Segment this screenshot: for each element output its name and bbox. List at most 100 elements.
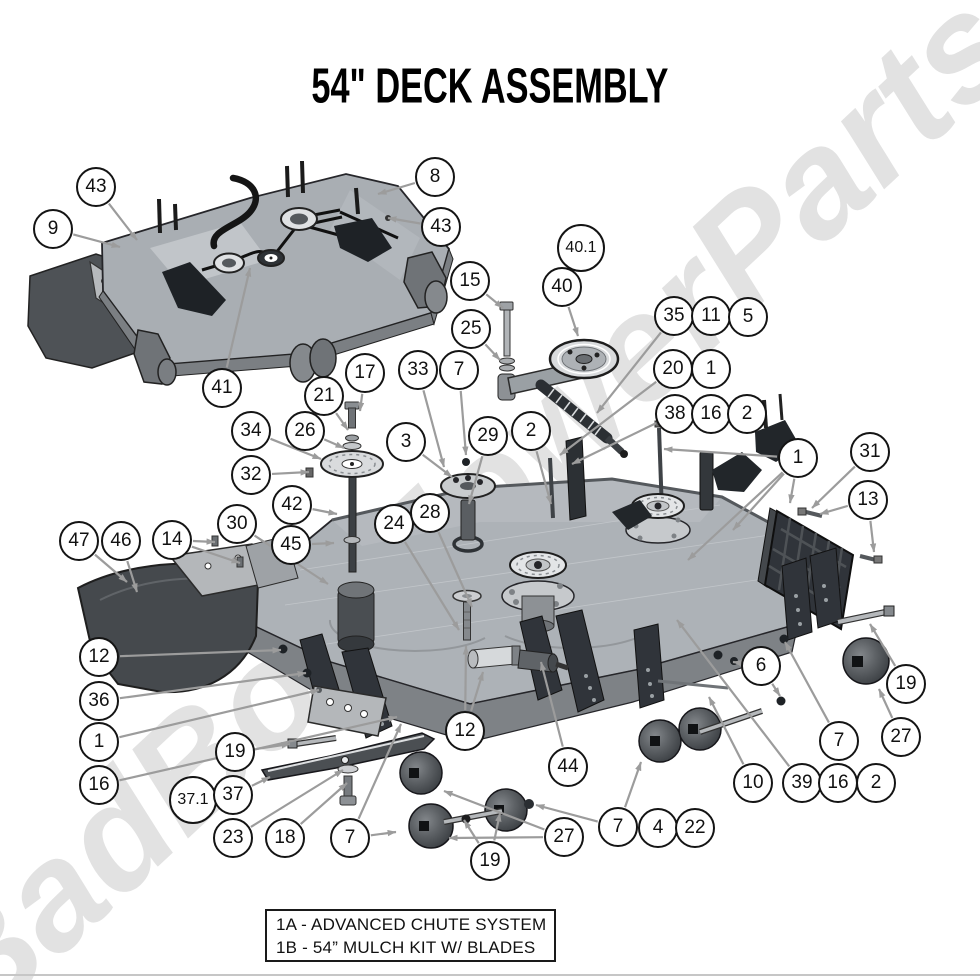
callout-45-29: 45 [271, 525, 311, 565]
callout-16-59: 16 [818, 763, 858, 803]
leader-line-36 [119, 670, 307, 700]
callout-27-50: 27 [544, 817, 584, 857]
leader-line-46 [126, 560, 139, 593]
footer-divider [0, 974, 980, 976]
leader-line-6 [732, 660, 742, 667]
idler-pulley-left [305, 401, 384, 544]
leader-line-18 [299, 782, 348, 825]
assembled-deck-view [27, 160, 454, 386]
callout-38-14: 38 [655, 394, 695, 434]
leader-line-43 [387, 216, 421, 225]
axle-bolts [287, 605, 895, 825]
leader-line-1 [687, 471, 784, 561]
leader-line-1 [119, 688, 320, 739]
callout-2-25: 2 [511, 411, 551, 451]
callout-13-34: 13 [848, 480, 888, 520]
callout-2-60: 2 [856, 763, 896, 803]
callout-37.1-43: 37.1 [169, 776, 217, 824]
leader-line-26 [323, 438, 345, 450]
callout-26-22: 26 [285, 411, 325, 451]
leader-line-19 [869, 623, 897, 667]
leader-line-3 [422, 453, 453, 478]
leader-line-9 [72, 233, 121, 249]
callout-31-33: 31 [850, 432, 890, 472]
callout-34-21: 34 [231, 411, 271, 451]
callout-19-51: 19 [470, 841, 510, 881]
leader-line-14 [192, 538, 216, 545]
legend-box: 1A - ADVANCED CHUTE SYSTEM 1B - 54” MULC… [265, 909, 556, 962]
leader-line-1 [788, 478, 796, 504]
leader-line-27 [878, 688, 894, 719]
callout-7-47: 7 [330, 818, 370, 858]
callout-29-24: 29 [468, 416, 508, 456]
callout-12-48: 12 [445, 711, 485, 751]
callout-19-42: 19 [215, 732, 255, 772]
leader-line-43 [107, 202, 138, 241]
callout-44-49: 44 [548, 747, 588, 787]
legend-line-2: 1B - 54” MULCH KIT W/ BLADES [276, 937, 536, 957]
callout-24-30: 24 [374, 504, 414, 544]
callout-30-28: 30 [217, 504, 257, 544]
callout-9-1: 9 [33, 209, 73, 249]
leader-line-6 [771, 683, 781, 697]
leader-line-44 [539, 661, 564, 747]
callout-11-10: 11 [691, 296, 731, 336]
callout-28-31: 28 [410, 493, 450, 533]
tension-spring [535, 379, 613, 444]
spindle-pulley-right [612, 493, 691, 544]
leader-line-35 [596, 331, 662, 414]
callout-16-41: 16 [79, 765, 119, 805]
leader-line-19 [493, 812, 502, 841]
leader-line-47 [94, 553, 128, 583]
callout-1-13: 1 [691, 349, 731, 389]
leader-line-10 [708, 696, 745, 765]
main-deck-view [76, 301, 895, 849]
callout-42-27: 42 [272, 485, 312, 525]
callout-23-45: 23 [213, 818, 253, 858]
callout-40-8: 40 [542, 267, 582, 307]
callout-46-36: 46 [101, 521, 141, 561]
leader-line-19 [255, 742, 291, 751]
callout-36-39: 36 [79, 681, 119, 721]
callout-12-38: 12 [79, 637, 119, 677]
caster-wheels [133, 251, 448, 386]
leader-line-32 [271, 469, 310, 476]
callout-39-58: 39 [782, 763, 822, 803]
leader-line-31 [811, 465, 856, 509]
leader-line-21 [335, 412, 349, 431]
leader-line-7 [535, 803, 599, 823]
leader-line-37 [251, 776, 271, 787]
leader-line-19 [463, 819, 480, 844]
leader-line-8 [377, 181, 416, 196]
callout-25-6: 25 [451, 309, 491, 349]
leader-line-7 [623, 761, 643, 808]
spindle-housing-left [337, 475, 375, 653]
leader-line-15 [485, 293, 504, 309]
leader-line-7 [784, 641, 830, 724]
callout-6-55: 6 [741, 646, 781, 686]
leader-line-20 [559, 380, 657, 456]
leader-line-40 [567, 306, 580, 337]
callout-18-46: 18 [265, 818, 305, 858]
leader-line-41 [225, 267, 252, 368]
belt-guide-tube [210, 174, 259, 250]
callout-47-35: 47 [59, 521, 99, 561]
leader-line-27 [443, 789, 545, 831]
leader-line-25 [484, 343, 501, 361]
leader-line-13 [869, 520, 877, 553]
leader-line-45 [311, 540, 335, 547]
leader-line-14 [191, 545, 241, 565]
callout-21-18: 21 [304, 376, 344, 416]
spindle-pulleys-top-view [213, 207, 318, 274]
callout-14-37: 14 [152, 520, 192, 560]
callout-27-62: 27 [881, 717, 921, 757]
leader-line-7 [459, 390, 469, 456]
callout-37-44: 37 [213, 775, 253, 815]
leader-line-12 [470, 671, 485, 712]
callout-40.1-7: 40.1 [557, 224, 605, 272]
callout-3-23: 3 [386, 422, 426, 462]
callout-20-12: 20 [653, 349, 693, 389]
callout-15-5: 15 [450, 261, 490, 301]
